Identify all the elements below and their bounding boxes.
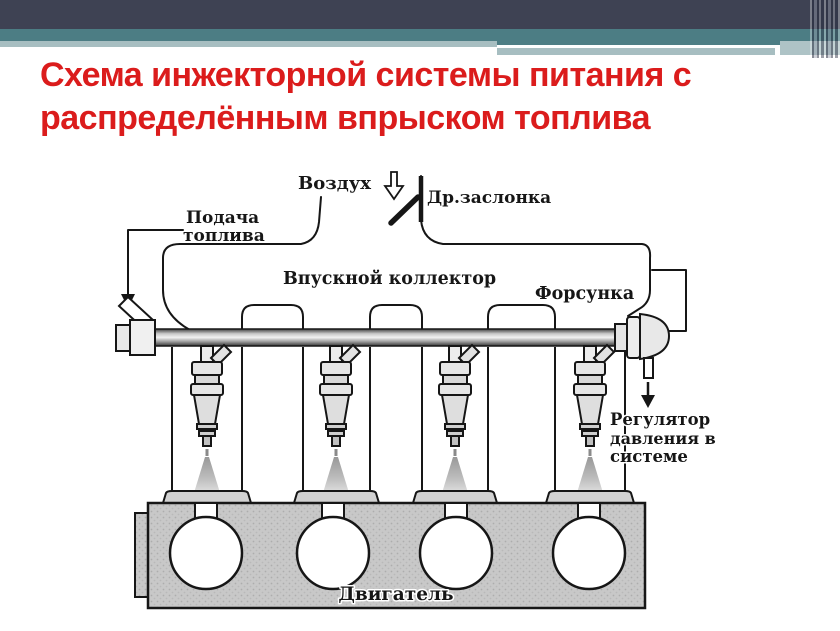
intake-manifold-outline — [162, 175, 652, 331]
engine-block — [134, 490, 647, 610]
fuel-injectors — [190, 344, 615, 497]
header-white-stripe — [497, 45, 782, 48]
runner-humps — [241, 304, 556, 331]
vacuum-line — [651, 269, 687, 332]
label-fuel-supply-line2: топлива — [183, 226, 265, 246]
label-throttle: Др.заслонка — [427, 188, 551, 208]
slide-title-line2: распределённым впрыском топлива — [40, 98, 651, 137]
air-down-arrow-icon — [383, 171, 405, 201]
header-corner-stripes — [810, 0, 840, 58]
throttle-valve — [383, 171, 424, 226]
injector-3 — [438, 344, 480, 497]
fuel-rail — [115, 319, 631, 356]
return-down-arrow-icon — [641, 395, 655, 408]
slide-title: Схема инжекторной системы питания с расп… — [40, 54, 810, 139]
header-dark-bar — [0, 0, 840, 29]
label-regulator-line2: давления в — [610, 429, 716, 448]
header-teal-bar — [0, 29, 840, 41]
pressure-regulator — [614, 312, 671, 408]
runner-collars — [161, 490, 636, 504]
injector-2 — [319, 344, 361, 497]
cylinders — [168, 515, 627, 591]
injector-1 — [190, 344, 232, 497]
label-regulator-line1: Регулятор — [610, 410, 710, 429]
label-air: Воздух — [298, 173, 371, 194]
label-manifold: Впускной коллектор — [283, 269, 496, 289]
header-light-teal-bar2 — [497, 48, 775, 55]
injector-4 — [573, 344, 615, 497]
slide-title-line1: Схема инжекторной системы питания с — [40, 56, 692, 94]
label-engine: Двигатель — [338, 584, 453, 605]
label-fuel-supply-line1: Подача — [186, 208, 259, 228]
label-regulator-line3: системе — [610, 447, 688, 466]
runner-walls — [171, 347, 626, 492]
header-light-teal-bar — [0, 41, 497, 47]
label-injector: Форсунка — [535, 284, 634, 304]
header-teal-bar-right — [497, 41, 840, 46]
